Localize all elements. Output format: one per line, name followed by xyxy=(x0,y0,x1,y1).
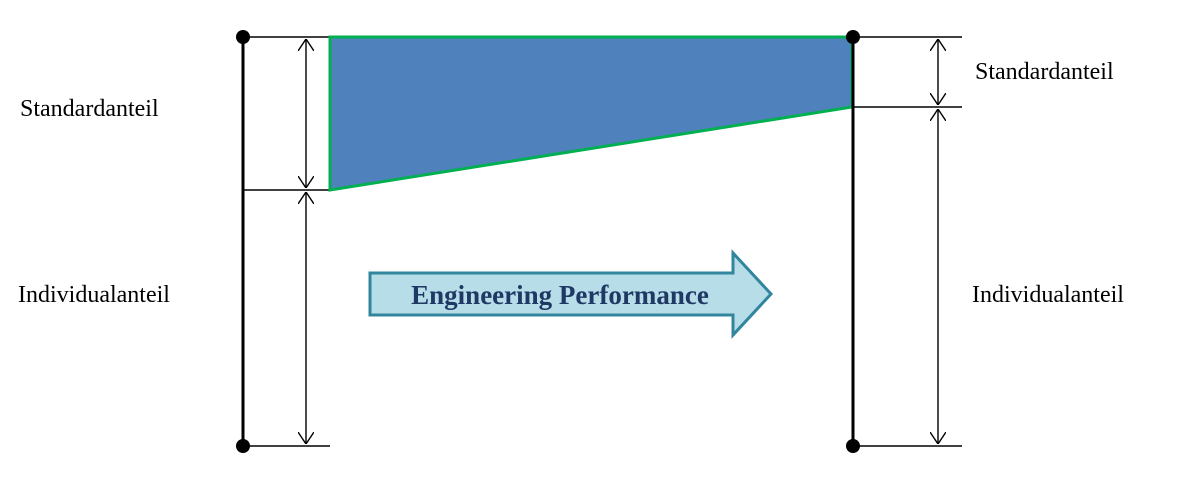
left-standard-label: Standardanteil xyxy=(20,96,159,122)
arrow-label: Engineering Performance xyxy=(411,280,709,310)
engineering-performance-arrow: Engineering Performance xyxy=(368,249,774,339)
left-bar xyxy=(236,30,250,453)
standard-share-wedge xyxy=(328,35,854,192)
right-extension-lines xyxy=(853,36,962,447)
left-individual-label: Individualanteil xyxy=(18,282,170,308)
left-extension-lines xyxy=(243,36,330,447)
right-individual-label: Individualanteil xyxy=(972,282,1124,308)
right-bar xyxy=(846,30,860,453)
right-standard-label: Standardanteil xyxy=(975,59,1114,85)
arrow-shape xyxy=(368,249,774,339)
